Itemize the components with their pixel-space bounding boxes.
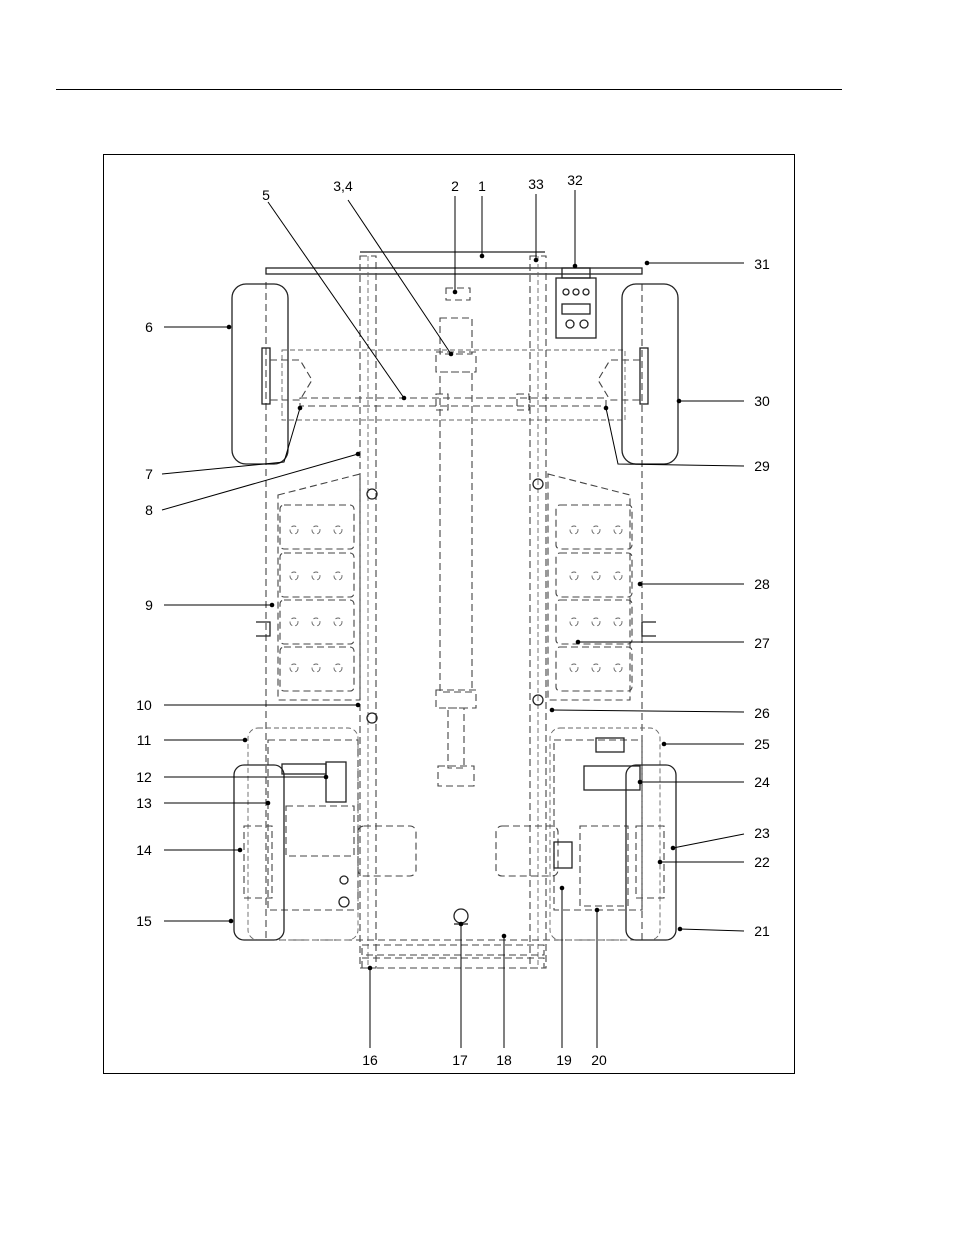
callout-27: 27 (754, 635, 770, 651)
callout-13: 13 (136, 795, 152, 811)
callout-31: 31 (754, 256, 770, 272)
callout-29: 29 (754, 458, 770, 474)
callout-14: 14 (136, 842, 152, 858)
lift-cylinder (436, 288, 476, 786)
leader-dots (227, 254, 683, 971)
callout-28: 28 (754, 576, 770, 592)
callout-18: 18 (496, 1052, 512, 1068)
callout-11: 11 (137, 732, 152, 748)
callout-26: 26 (754, 705, 770, 721)
ground-control-box (556, 268, 596, 338)
leader-lines (162, 190, 744, 1048)
callout-24: 24 (754, 774, 770, 790)
callout-10: 10 (136, 697, 152, 713)
callout-23: 23 (754, 825, 770, 841)
chassis-outline (266, 252, 642, 968)
callout-7: 7 (145, 466, 153, 482)
front-right-tire (598, 284, 678, 464)
callout-33: 33 (528, 176, 544, 192)
rear-right-compartment (496, 728, 660, 940)
callout-8: 8 (145, 502, 153, 518)
callout-19: 19 (556, 1052, 572, 1068)
callout-3-4: 3,4 (333, 178, 353, 194)
rear-left-tire (234, 765, 284, 940)
right-battery-tray (533, 474, 632, 705)
callout-30: 30 (754, 393, 770, 409)
left-tie-down (256, 622, 270, 636)
front-left-tire (232, 284, 312, 464)
callout-25: 25 (754, 736, 770, 752)
callout-9: 9 (145, 597, 153, 613)
callout-15: 15 (136, 913, 152, 929)
callout-20: 20 (591, 1052, 607, 1068)
callout-5: 5 (262, 187, 270, 203)
callout-16: 16 (362, 1052, 378, 1068)
left-battery-tray (278, 474, 377, 723)
callout-2: 2 (451, 178, 459, 194)
rear-right-tire (626, 765, 676, 940)
right-tie-down (642, 622, 656, 636)
rear-left-compartment (248, 728, 416, 940)
callout-1: 1 (478, 178, 486, 194)
callout-32: 32 (567, 172, 583, 188)
callout-22: 22 (754, 854, 770, 870)
callout-21: 21 (754, 923, 770, 939)
callout-6: 6 (145, 319, 153, 335)
callout-17: 17 (452, 1052, 468, 1068)
callout-12: 12 (136, 769, 152, 785)
